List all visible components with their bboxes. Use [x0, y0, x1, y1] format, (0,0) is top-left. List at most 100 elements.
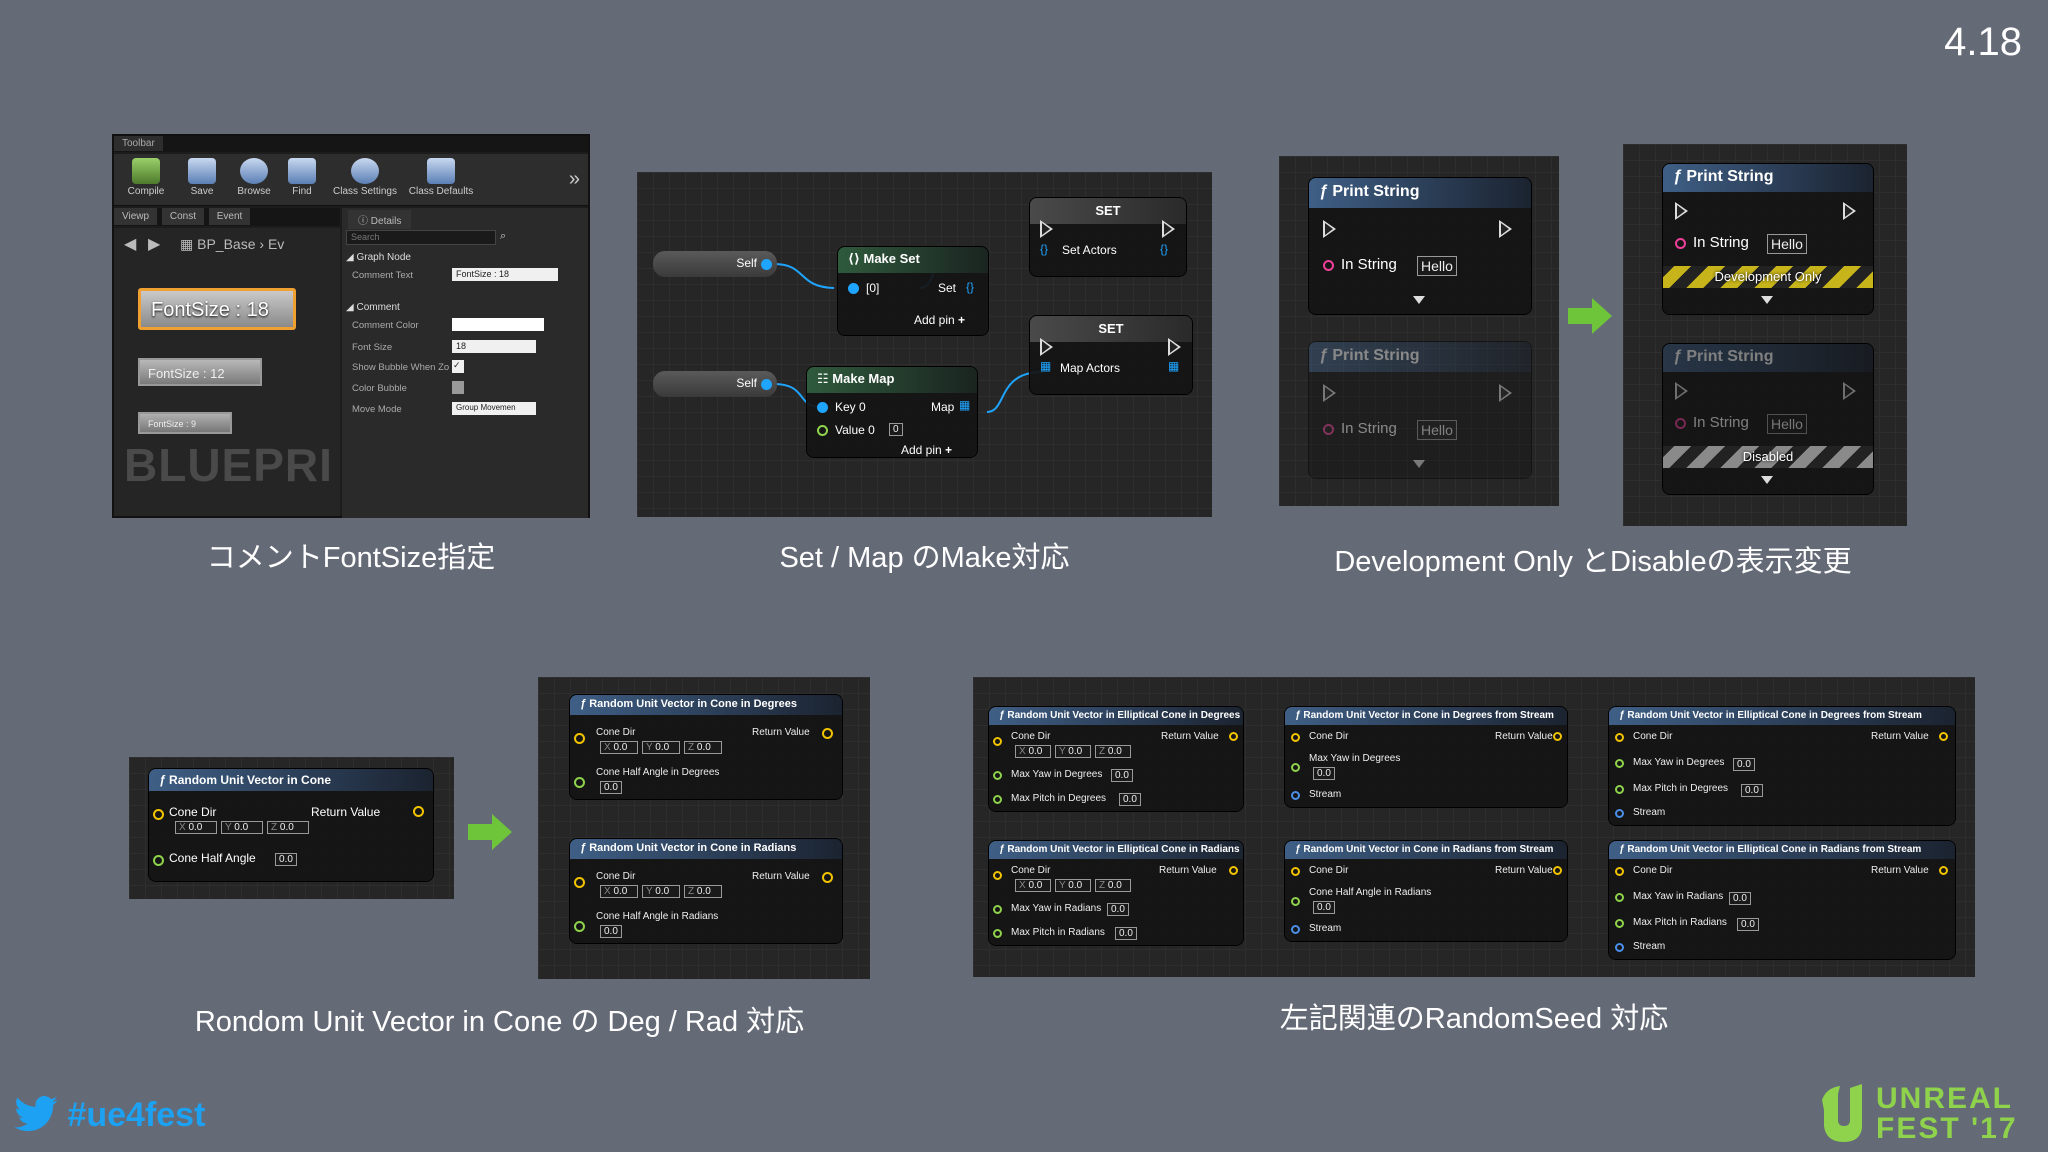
exec-in-pin-2[interactable] — [1040, 338, 1053, 356]
key-pin[interactable] — [817, 402, 828, 413]
find-button[interactable]: Find — [278, 156, 326, 204]
color-bubble-checkbox[interactable] — [452, 381, 464, 394]
details-tab[interactable]: ⓘ Details — [348, 210, 412, 229]
caption-random-seed: 左記関連のRandomSeed 対応 — [1279, 1003, 1669, 1035]
make-set-input-pin[interactable] — [848, 283, 859, 294]
version-label: 4.18 — [1944, 20, 2022, 64]
print-string-dev-only-node[interactable]: ƒ Print String In String Hello Developme… — [1663, 164, 1873, 314]
print-string-node-2[interactable]: ƒ Print String In String Hello — [1309, 342, 1531, 478]
exec-in-pin[interactable] — [1040, 220, 1053, 238]
save-button[interactable]: Save — [176, 156, 228, 204]
make-map-node[interactable]: ☷ Make Map Key 0 Map ▦ Value 0 0 Add pin… — [807, 367, 977, 457]
browse-button[interactable]: Browse — [228, 156, 280, 204]
search-icon: ⌕ — [500, 230, 507, 242]
blueprint-watermark: BLUEPRI — [124, 439, 333, 491]
map-in-icon[interactable]: ▦ — [1040, 359, 1052, 373]
forward-arrow-icon[interactable]: ▶ — [148, 236, 161, 253]
development-only-banner: Development Only — [1663, 266, 1873, 288]
add-pin-button-map[interactable]: Add pin + — [901, 443, 953, 457]
unreal-logo-icon — [1822, 1084, 1862, 1142]
set-icon: ⟨⟩ — [848, 251, 864, 266]
save-icon — [188, 158, 216, 184]
self-pin-1[interactable] — [761, 259, 772, 270]
breadcrumb[interactable]: ▦ BP_Base › Ev — [180, 236, 285, 252]
elliptical-cone-radians-node[interactable]: ƒ Random Unit Vector in Elliptical Cone … — [989, 841, 1243, 945]
self-node-2[interactable]: Self — [653, 371, 777, 397]
move-mode-label: Move Mode — [352, 404, 402, 415]
self-node-1[interactable]: Self — [653, 251, 777, 277]
comment-color-swatch[interactable] — [452, 318, 544, 331]
map-icon: ☷ — [817, 371, 833, 386]
logo-line-1: UNREAL — [1876, 1082, 2013, 1115]
set-actors-node[interactable]: SET {} Set Actors {} — [1030, 198, 1186, 276]
logo-line-2: FEST '17 — [1876, 1112, 2018, 1145]
cone-original-node[interactable]: ƒ Random Unit Vector in Cone Cone Dir Re… — [149, 769, 433, 881]
map-out-icon[interactable]: ▦ — [1168, 359, 1180, 373]
print-string-after-graph: ƒ Print String In String Hello Developme… — [1623, 144, 1907, 526]
subtab-strip: Viewp Const Event — [114, 208, 340, 226]
random-seed-graph: ƒ Random Unit Vector in Elliptical Cone … — [973, 677, 1975, 977]
arrow-right-icon — [1568, 298, 1612, 334]
show-bubble-checkbox[interactable]: ✓ — [452, 360, 464, 373]
value-field[interactable]: 0 — [889, 423, 903, 436]
info-icon: ⓘ — [358, 216, 371, 227]
cone-degrees-stream-node[interactable]: ƒ Random Unit Vector in Cone in Degrees … — [1285, 707, 1567, 807]
self-pin-2[interactable] — [761, 379, 772, 390]
arrow-right-icon-2 — [468, 814, 512, 850]
cone-degrees-node[interactable]: ƒ Random Unit Vector in Cone in Degrees … — [570, 695, 842, 799]
back-arrow-icon[interactable]: ◀ — [124, 236, 137, 253]
caption-dev-only: Development Only とDisableの表示変更 — [1334, 546, 1852, 578]
cone-after-graph: ƒ Random Unit Vector in Cone in Degrees … — [538, 677, 870, 979]
comment-box-12[interactable]: FontSize : 12 — [138, 358, 262, 386]
disabled-banner: Disabled — [1663, 446, 1873, 468]
exec-out-pin[interactable] — [1162, 220, 1175, 238]
cone-radians-stream-node[interactable]: ƒ Random Unit Vector in Cone in Radians … — [1285, 841, 1567, 941]
color-bubble-label: Color Bubble — [352, 383, 407, 394]
show-bubble-label: Show Bubble When Zo — [352, 362, 450, 373]
toolbar-tab[interactable]: Toolbar — [114, 136, 163, 151]
print-string-before-graph: ƒ Print String In String Hello ƒ Print S… — [1279, 156, 1559, 506]
print-string-disabled-node[interactable]: ƒ Print String In String Hello Disabled — [1663, 344, 1873, 494]
toolbar-tab-strip: Toolbar — [114, 136, 588, 152]
caption-cone-deg-rad: Rondom Unit Vector in Cone の Deg / Rad 対… — [194, 1006, 805, 1038]
expand-arrow-icon[interactable] — [1413, 296, 1425, 304]
add-pin-button[interactable]: Add pin + — [914, 313, 966, 327]
elliptical-cone-radians-stream-node[interactable]: ƒ Random Unit Vector in Elliptical Cone … — [1609, 841, 1955, 959]
value-pin[interactable] — [817, 425, 828, 436]
set-out-icon[interactable]: {} — [1160, 242, 1169, 256]
cone-before-graph: ƒ Random Unit Vector in Cone Cone Dir Re… — [129, 757, 454, 899]
tab-event[interactable]: Event — [208, 208, 251, 225]
class-defaults-button[interactable]: Class Defaults — [404, 156, 478, 204]
tab-construction[interactable]: Const — [161, 208, 204, 225]
font-size-field[interactable]: 18 — [452, 340, 536, 353]
compile-icon — [132, 158, 160, 184]
make-set-node[interactable]: ⟨⟩ Make Set [0] Set {} Add pin + — [838, 247, 988, 335]
toolbar: Compile Save Browse Find Class Settings … — [114, 154, 588, 206]
compile-button[interactable]: Compile — [116, 156, 176, 204]
comment-text-field[interactable]: FontSize : 18 — [452, 268, 558, 281]
section-graph-node[interactable]: ◢ Graph Node — [346, 252, 411, 263]
map-grid-icon[interactable]: ▦ — [959, 398, 971, 412]
class-settings-button[interactable]: Class Settings — [328, 156, 402, 204]
comment-box-18[interactable]: FontSize : 18 — [138, 288, 296, 330]
chevron-right-icon[interactable]: » — [568, 168, 580, 190]
comment-fontsize-panel: Toolbar Compile Save Browse Find Class S… — [112, 134, 590, 518]
section-comment[interactable]: ◢ Comment — [346, 302, 400, 313]
set-output-icon[interactable]: {} — [966, 280, 975, 294]
elliptical-cone-degrees-stream-node[interactable]: ƒ Random Unit Vector in Elliptical Cone … — [1609, 707, 1955, 825]
print-string-node-1[interactable]: ƒ Print String In String Hello — [1309, 178, 1531, 314]
exec-out-pin-2[interactable] — [1168, 338, 1181, 356]
elliptical-cone-degrees-node[interactable]: ƒ Random Unit Vector in Elliptical Cone … — [989, 707, 1243, 811]
set-pin-icon[interactable]: {} — [1040, 242, 1049, 256]
tab-viewport[interactable]: Viewp — [114, 208, 158, 225]
twitter-hashtag: #ue4fest — [14, 1096, 205, 1135]
comment-color-label: Comment Color — [352, 320, 419, 331]
search-input[interactable]: Search — [346, 230, 496, 245]
cone-radians-node[interactable]: ƒ Random Unit Vector in Cone in Radians … — [570, 839, 842, 943]
unreal-fest-logo: UNREAL FEST '17 — [1816, 1080, 2036, 1146]
map-actors-node[interactable]: SET ▦ Map Actors ▦ — [1030, 316, 1192, 394]
comment-text-label: Comment Text — [352, 270, 414, 281]
move-mode-dropdown[interactable]: Group Movemen — [452, 402, 536, 415]
comment-box-9[interactable]: FontSize : 9 — [138, 412, 232, 434]
gear-icon — [351, 158, 379, 184]
